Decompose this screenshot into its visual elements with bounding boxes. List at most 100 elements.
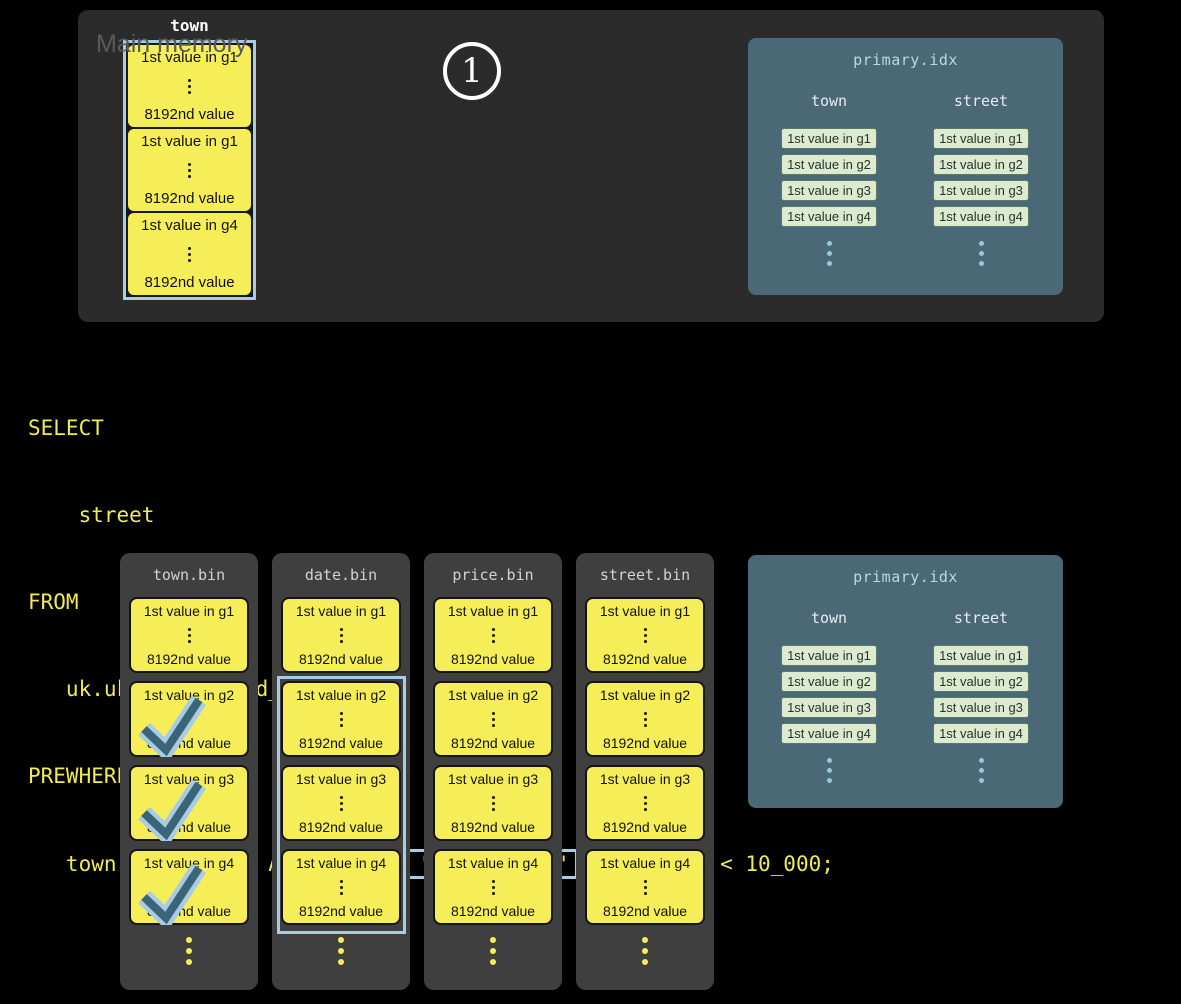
granule-block-g4: 1st value in g4 8192nd value <box>281 849 401 925</box>
index-entry: 1st value in g1 <box>781 644 877 666</box>
memory-block-2: 1st value in g1 8192nd value <box>126 127 253 213</box>
block-last-value: 8192nd value <box>298 903 384 919</box>
main-memory-label: Main memory <box>96 30 248 58</box>
granule-block-g2: 1st value in g2 8192nd value <box>433 681 553 757</box>
checkmark-icon <box>138 863 206 925</box>
vertical-ellipsis-icon <box>643 627 647 643</box>
more-entries-dots-icon <box>978 758 984 783</box>
index-street-column: street 1st value in g1 1st value in g2 1… <box>916 609 1046 783</box>
memory-block-1: 1st value in g1 8192nd value <box>126 43 253 129</box>
index-column-header-town: town <box>810 609 848 627</box>
index-entry: 1st value in g1 <box>933 127 1029 149</box>
bin-title: town.bin <box>152 566 226 584</box>
granule-block-g1: 1st value in g1 8192nd value <box>433 597 553 673</box>
bin-column-date: date.bin 1st value in g1 8192nd value 1s… <box>272 553 410 990</box>
granule-block-g2: 1st value in g2 8192nd value <box>281 681 401 757</box>
block-last-value: 8192nd value <box>602 819 688 835</box>
granule-block-g1: 1st value in g1 8192nd value <box>129 597 249 673</box>
index-entry: 1st value in g1 <box>781 127 877 149</box>
block-first-value: 1st value in g4 <box>141 217 238 234</box>
bin-blocks: 1st value in g1 8192nd value 1st value i… <box>281 597 401 925</box>
block-first-value: 1st value in g3 <box>295 771 387 787</box>
step-number: 1 <box>461 51 483 91</box>
block-first-value: 1st value in g3 <box>599 771 691 787</box>
block-last-value: 8192nd value <box>450 819 536 835</box>
granule-block-g1: 1st value in g1 8192nd value <box>281 597 401 673</box>
block-first-value: 1st value in g2 <box>143 687 235 703</box>
index-town-column: town 1st value in g1 1st value in g2 1st… <box>764 92 894 266</box>
more-granules-dots-icon <box>424 937 562 965</box>
sql-line-prewhere: PREWHERE <box>28 764 130 788</box>
block-first-value: 1st value in g3 <box>143 771 235 787</box>
block-first-value: 1st value in g4 <box>143 855 235 871</box>
vertical-ellipsis-icon <box>339 879 343 895</box>
bin-blocks: 1st value in g1 8192nd value 1st value i… <box>129 597 249 925</box>
index-column-header-town: town <box>810 92 848 110</box>
block-last-value: 8192nd value <box>450 735 536 751</box>
vertical-ellipsis-icon <box>643 795 647 811</box>
bin-column-street: street.bin 1st value in g1 8192nd value … <box>576 553 714 990</box>
index-column-header-street: street <box>953 609 1009 627</box>
vertical-ellipsis-icon <box>188 246 191 262</box>
granule-block-g2: 1st value in g2 8192nd value <box>585 681 705 757</box>
bin-blocks: 1st value in g1 8192nd value 1st value i… <box>585 597 705 925</box>
bin-title: date.bin <box>304 566 378 584</box>
more-entries-dots-icon <box>826 241 832 266</box>
primary-index-panel-top: primary.idx town 1st value in g1 1st val… <box>748 38 1063 295</box>
vertical-ellipsis-icon <box>491 711 495 727</box>
vertical-ellipsis-icon <box>643 711 647 727</box>
index-entry: 1st value in g3 <box>781 179 877 201</box>
vertical-ellipsis-icon <box>339 795 343 811</box>
index-entry: 1st value in g2 <box>933 153 1029 175</box>
block-first-value: 1st value in g1 <box>447 603 539 619</box>
block-first-value: 1st value in g4 <box>599 855 691 871</box>
primary-index-title: primary.idx <box>853 51 958 69</box>
index-column-header-street: street <box>953 92 1009 110</box>
index-entry: 1st value in g4 <box>781 205 877 227</box>
block-last-value: 8192nd value <box>602 903 688 919</box>
bin-title: price.bin <box>452 566 534 584</box>
more-entries-dots-icon <box>826 758 832 783</box>
granule-block-g4: 1st value in g4 8192nd value <box>585 849 705 925</box>
bin-column-town: town.bin 1st value in g1 8192nd value 1s… <box>120 553 258 990</box>
block-last-value: 8192nd value <box>298 735 384 751</box>
index-entry: 1st value in g4 <box>933 722 1029 744</box>
vertical-ellipsis-icon <box>339 711 343 727</box>
block-last-value: 8192nd value <box>602 735 688 751</box>
index-entry: 1st value in g2 <box>781 670 877 692</box>
index-entry: 1st value in g2 <box>781 153 877 175</box>
block-first-value: 1st value in g1 <box>141 49 238 66</box>
block-first-value: 1st value in g2 <box>447 687 539 703</box>
block-first-value: 1st value in g4 <box>447 855 539 871</box>
granule-block-g4: 1st value in g4 8192nd value <box>433 849 553 925</box>
index-entry: 1st value in g1 <box>933 644 1029 666</box>
vertical-ellipsis-icon <box>188 78 191 94</box>
block-last-value: 8192nd value <box>298 651 384 667</box>
sql-line-select: SELECT <box>28 416 104 440</box>
block-last-value: 8192nd value <box>144 106 235 123</box>
granule-block-g1: 1st value in g1 8192nd value <box>585 597 705 673</box>
vertical-ellipsis-icon <box>643 879 647 895</box>
block-last-value: 8192nd value <box>450 903 536 919</box>
memory-column-header: town <box>170 16 209 35</box>
block-first-value: 1st value in g2 <box>599 687 691 703</box>
block-first-value: 1st value in g1 <box>295 603 387 619</box>
granule-block-g3: 1st value in g3 8192nd value <box>585 765 705 841</box>
memory-block-3: 1st value in g4 8192nd value <box>126 211 253 297</box>
vertical-ellipsis-icon <box>491 879 495 895</box>
block-first-value: 1st value in g1 <box>143 603 235 619</box>
index-entry: 1st value in g2 <box>933 670 1029 692</box>
index-entry: 1st value in g3 <box>933 696 1029 718</box>
block-last-value: 8192nd value <box>144 190 235 207</box>
bin-blocks: 1st value in g1 8192nd value 1st value i… <box>433 597 553 925</box>
block-last-value: 8192nd value <box>298 819 384 835</box>
index-entry: 1st value in g3 <box>781 696 877 718</box>
block-last-value: 8192nd value <box>144 274 235 291</box>
date-granules-highlight-box <box>277 676 406 934</box>
block-first-value: 1st value in g1 <box>141 133 238 150</box>
vertical-ellipsis-icon <box>187 627 191 643</box>
granule-block-g3: 1st value in g3 8192nd value <box>433 765 553 841</box>
sql-line-from: FROM <box>28 590 79 614</box>
block-first-value: 1st value in g4 <box>295 855 387 871</box>
